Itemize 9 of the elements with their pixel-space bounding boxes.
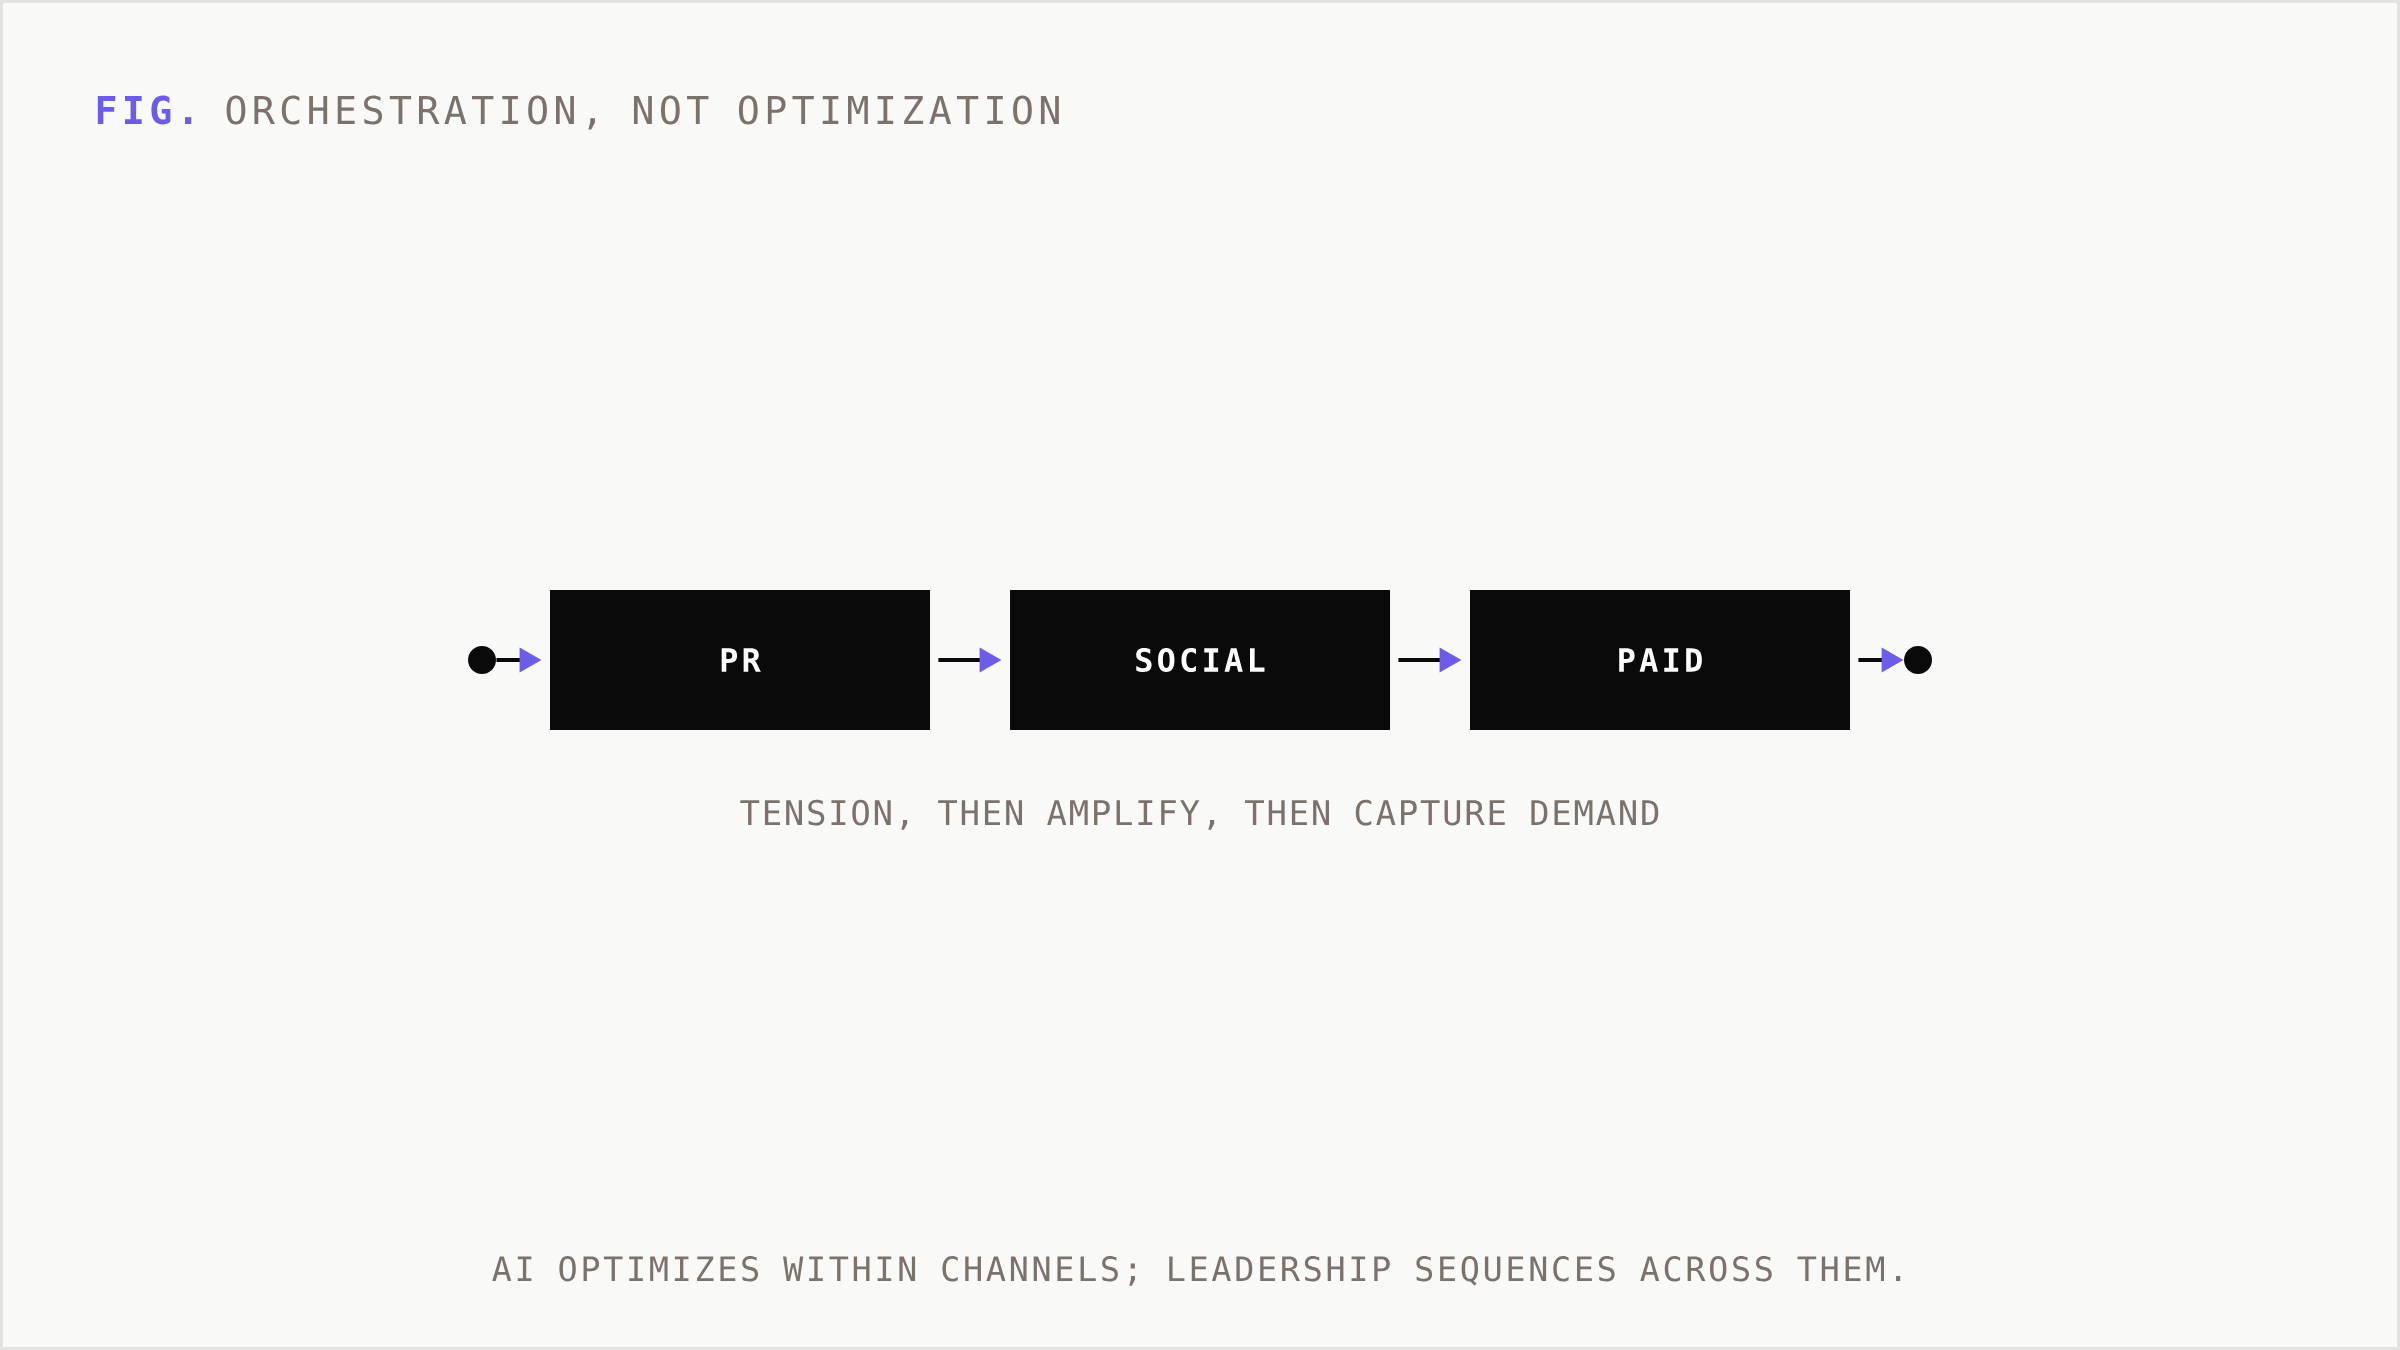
process-box: SOCIAL [1010, 590, 1390, 730]
dot [468, 646, 496, 674]
footer-caption: AI OPTIMIZES WITHIN CHANNELS; LEADERSHIP SEQUENCES ACROSS THEM. [492, 1256, 1901, 1286]
dot [1904, 646, 1932, 674]
sequence-caption: TENSION, THEN AMPLIFY, THEN CAPTURE DEMAND [740, 799, 1659, 830]
figure-number: FIG. [97, 95, 192, 125]
process-box: PR [550, 590, 930, 730]
process-box: PAID [1470, 590, 1850, 730]
title: ORCHESTRATION, NOT OPTIMIZATION [226, 95, 1059, 130]
